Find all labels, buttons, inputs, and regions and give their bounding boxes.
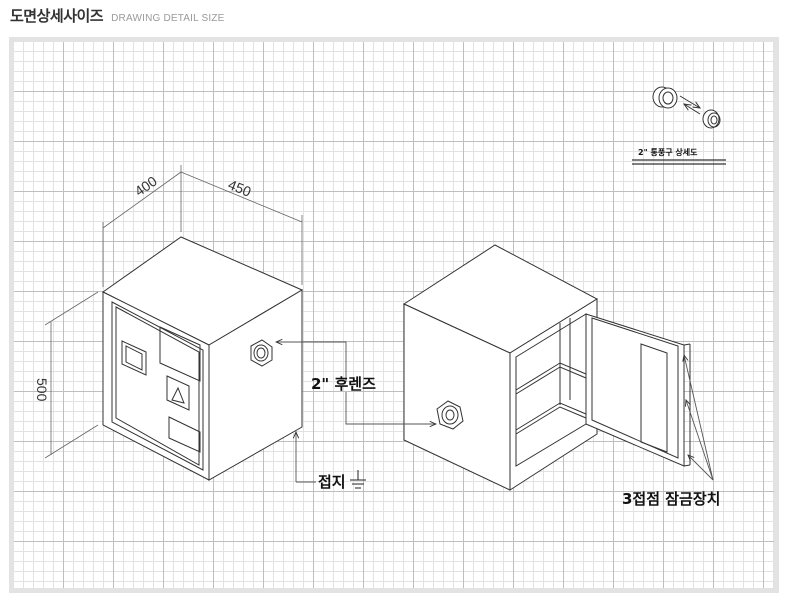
- vent-detail-icon: [632, 86, 726, 165]
- vent-detail-label: 2" 통풍구 상세도: [638, 148, 698, 157]
- page-header: 도면상세사이즈 DRAWING DETAIL SIZE: [10, 5, 225, 25]
- cabinet-open: [402, 244, 691, 491]
- ground-callout: 접지: [318, 473, 346, 491]
- ground-icon: [350, 470, 366, 489]
- leader-lines: [276, 342, 714, 483]
- lens-callout: 2" 후렌즈: [311, 375, 376, 393]
- side-lens: [250, 339, 273, 367]
- page-title: 도면상세사이즈: [10, 7, 104, 25]
- dimension-height: 500: [34, 378, 50, 402]
- cabinet-closed: [102, 236, 304, 481]
- page-subtitle: DRAWING DETAIL SIZE: [111, 13, 225, 24]
- lock-callout: 3접점 잠금장치: [622, 490, 721, 508]
- front-lens: [436, 400, 464, 430]
- dimension-lines: [44, 165, 303, 459]
